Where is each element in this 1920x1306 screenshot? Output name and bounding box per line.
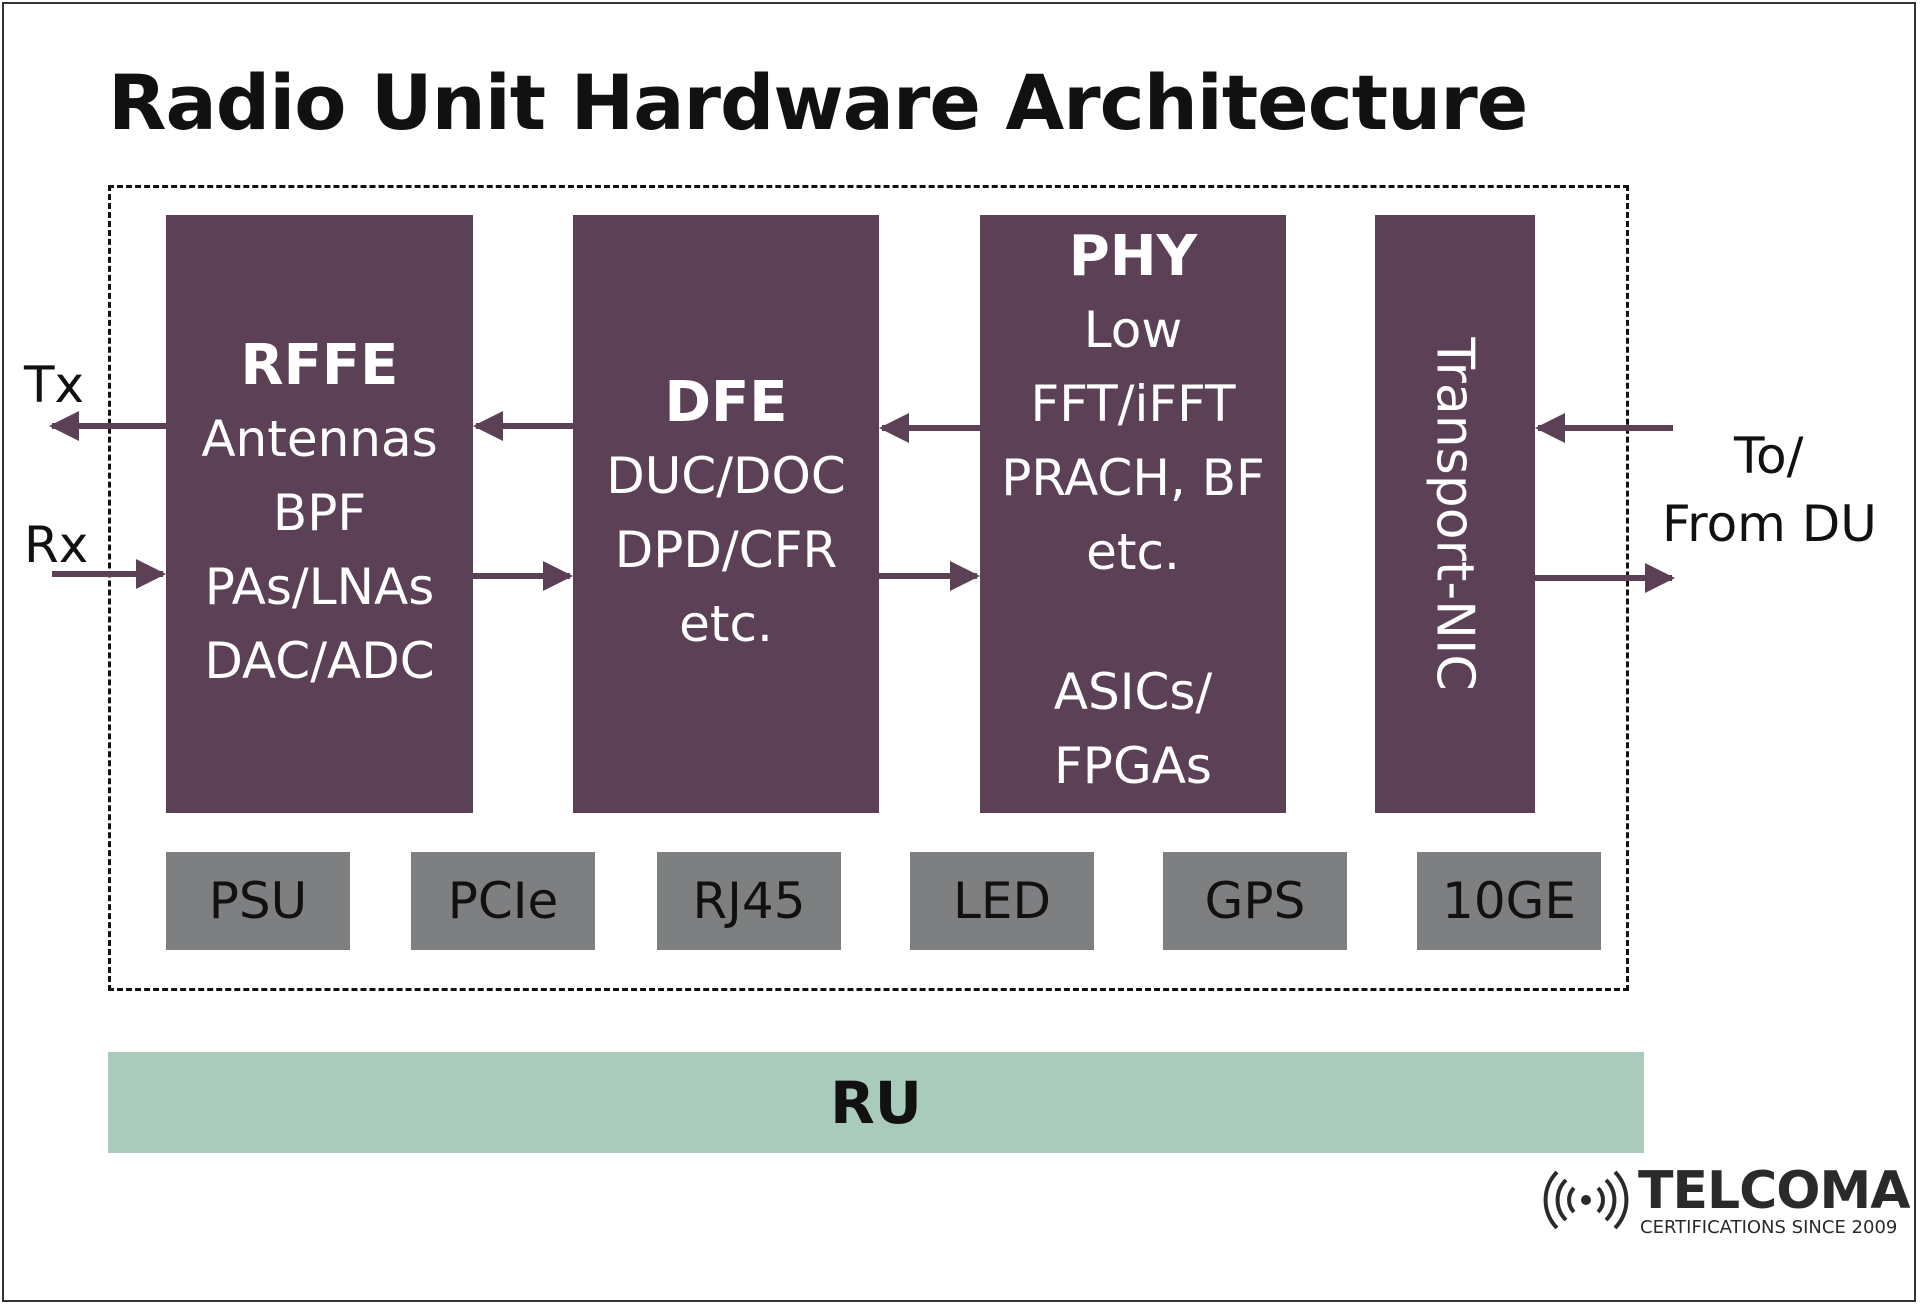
ru-bar: RU <box>108 1052 1644 1153</box>
peripheral-10ge: 10GE <box>1417 852 1601 950</box>
phy-line: Low <box>1083 301 1183 359</box>
rffe-line: PAs/LNAs <box>204 558 435 616</box>
logo-tagline: CERTIFICATIONS SINCE 2009 <box>1640 1217 1898 1238</box>
telcoma-logo: TELCOMA CERTIFICATIONS SINCE 2009 <box>1538 1161 1910 1238</box>
dfe-heading: DFE <box>664 370 788 435</box>
peripheral-psu: PSU <box>166 852 350 950</box>
rffe-line: BPF <box>272 484 367 542</box>
phy-line: FFT/iFFT <box>1030 375 1236 433</box>
logo-name: TELCOMA <box>1638 1161 1910 1221</box>
rffe-heading: RFFE <box>240 333 399 398</box>
tx-label: Tx <box>24 356 85 414</box>
peripheral-pcie: PCIe <box>411 852 595 950</box>
du-label-line2: From DU <box>1662 495 1877 553</box>
broadcast-signal-icon <box>1543 1170 1629 1230</box>
rffe-block: RFFE Antennas BPF PAs/LNAs DAC/ADC <box>166 215 473 813</box>
peripheral-rj45: RJ45 <box>657 852 841 950</box>
phy-line: etc. <box>1086 523 1180 581</box>
rx-label: Rx <box>24 516 89 574</box>
dfe-line: DUC/DOC <box>606 447 846 505</box>
peripheral-gps: GPS <box>1163 852 1347 950</box>
diagram-title: Radio Unit Hardware Architecture <box>108 58 1528 147</box>
phy-hw-line: ASICs/ <box>1053 663 1213 721</box>
phy-block: PHY Low FFT/iFFT PRACH, BF etc. ASICs/ F… <box>980 215 1286 813</box>
dfe-line: DPD/CFR <box>614 521 838 579</box>
dfe-block: DFE DUC/DOC DPD/CFR etc. <box>573 215 879 813</box>
ru-boundary <box>108 185 1629 991</box>
du-label-line1: To/ <box>1734 427 1804 485</box>
phy-hw-line: FPGAs <box>1054 737 1212 795</box>
dfe-line: etc. <box>679 595 773 653</box>
phy-heading: PHY <box>1068 224 1198 289</box>
transport-nic-block: Transport-NIC <box>1375 215 1535 813</box>
rffe-line: DAC/ADC <box>204 632 435 690</box>
peripheral-led: LED <box>910 852 1094 950</box>
rffe-line: Antennas <box>201 410 438 468</box>
phy-line: PRACH, BF <box>1001 449 1265 507</box>
